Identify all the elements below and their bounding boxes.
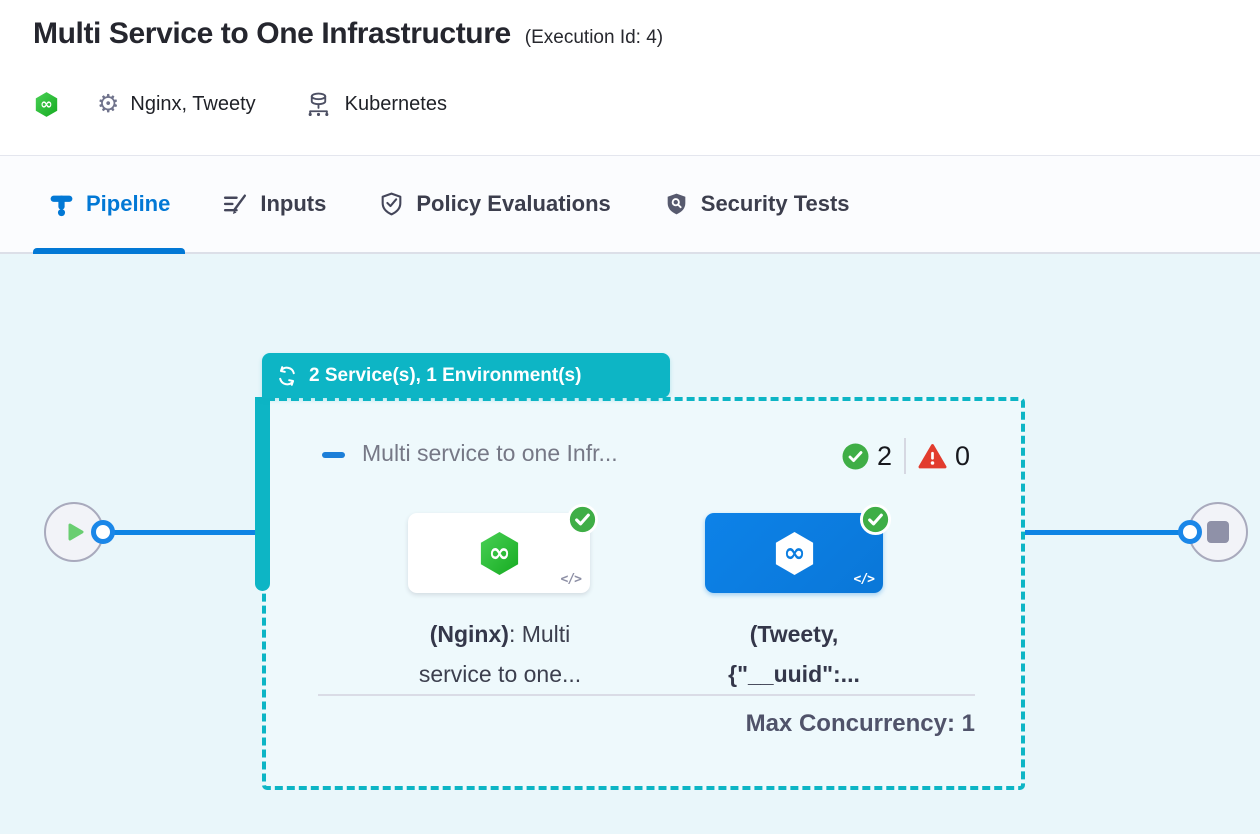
service-node-nginx[interactable]: ∞ </> [408,513,590,593]
pipeline-icon [48,191,75,218]
code-icon: </> [560,572,583,587]
node-success-badge [566,503,599,536]
tab-security-tests[interactable]: Security Tests [648,156,865,252]
tab-policy-evaluations[interactable]: Policy Evaluations [363,156,625,252]
stop-icon [1207,521,1229,543]
svg-text:∞: ∞ [783,537,805,568]
node-label-nginx: (Nginx): Multi service to one... [418,621,582,687]
node-success-badge [859,503,892,536]
security-shield-icon [663,191,690,218]
tab-inputs[interactable]: Inputs [207,156,341,252]
code-icon: </> [853,572,876,587]
connector-dot-right[interactable] [1178,520,1202,544]
stage-title: Multi service to one Infr... [362,440,618,466]
rolling-deploy-icon [276,365,298,387]
stage-services-badge[interactable]: 2 Service(s), 1 Environment(s) [262,353,670,398]
environment-icon [305,91,332,118]
page-header: Multi Service to One Infrastructure (Exe… [0,0,1260,155]
svg-text:∞: ∞ [488,537,510,568]
harness-logo-icon: ∞ [33,91,60,118]
services-gear-icon: ⚙ [97,89,120,118]
success-check-icon [842,443,869,470]
play-icon [59,517,89,547]
max-concurrency-label: Max Concurrency: 1 [745,710,975,737]
collapse-stage-button[interactable] [322,452,345,458]
inputs-icon [222,191,249,218]
tab-inputs-label: Inputs [260,191,327,216]
error-warning-icon [918,443,947,470]
success-count: 2 [877,440,893,471]
tab-security-tests-label: Security Tests [700,191,850,216]
harness-service-icon: ∞ [476,530,523,577]
stage-selected-bar [255,397,270,591]
environment-name: Kubernetes [344,92,447,115]
error-count: 0 [955,440,971,471]
policy-shield-check-icon [378,191,405,218]
service-node-tweety[interactable]: ∞ </> [705,513,883,593]
stage-services-badge-label: 2 Service(s), 1 Environment(s) [309,364,582,386]
pipeline-canvas: 2 Service(s), 1 Environment(s) Multi ser… [0,254,1260,834]
stage-status-group: 2 0 [842,438,970,474]
tab-pipeline-label: Pipeline [86,191,171,216]
status-divider [904,438,907,474]
connector-dot-left[interactable] [91,520,115,544]
tab-policy-evaluations-label: Policy Evaluations [416,191,611,216]
node-label-tweety: (Tweety, {"__uuid":... [728,621,860,687]
connector-line-right [1024,530,1182,535]
execution-id: (Execution Id: 4) [524,27,664,48]
tab-bar: Pipeline Inputs Policy Evaluations [0,155,1260,254]
tab-pipeline[interactable]: Pipeline [33,156,186,254]
stage-footer-divider [318,694,975,696]
stage-container[interactable] [262,397,1025,790]
connector-line-left [112,530,258,535]
svg-text:∞: ∞ [40,95,53,113]
services-names: Nginx, Tweety [130,92,256,115]
pipeline-start-node[interactable] [44,502,104,562]
page-title: Multi Service to One Infrastructure [33,17,511,50]
harness-service-icon: ∞ [771,530,818,577]
